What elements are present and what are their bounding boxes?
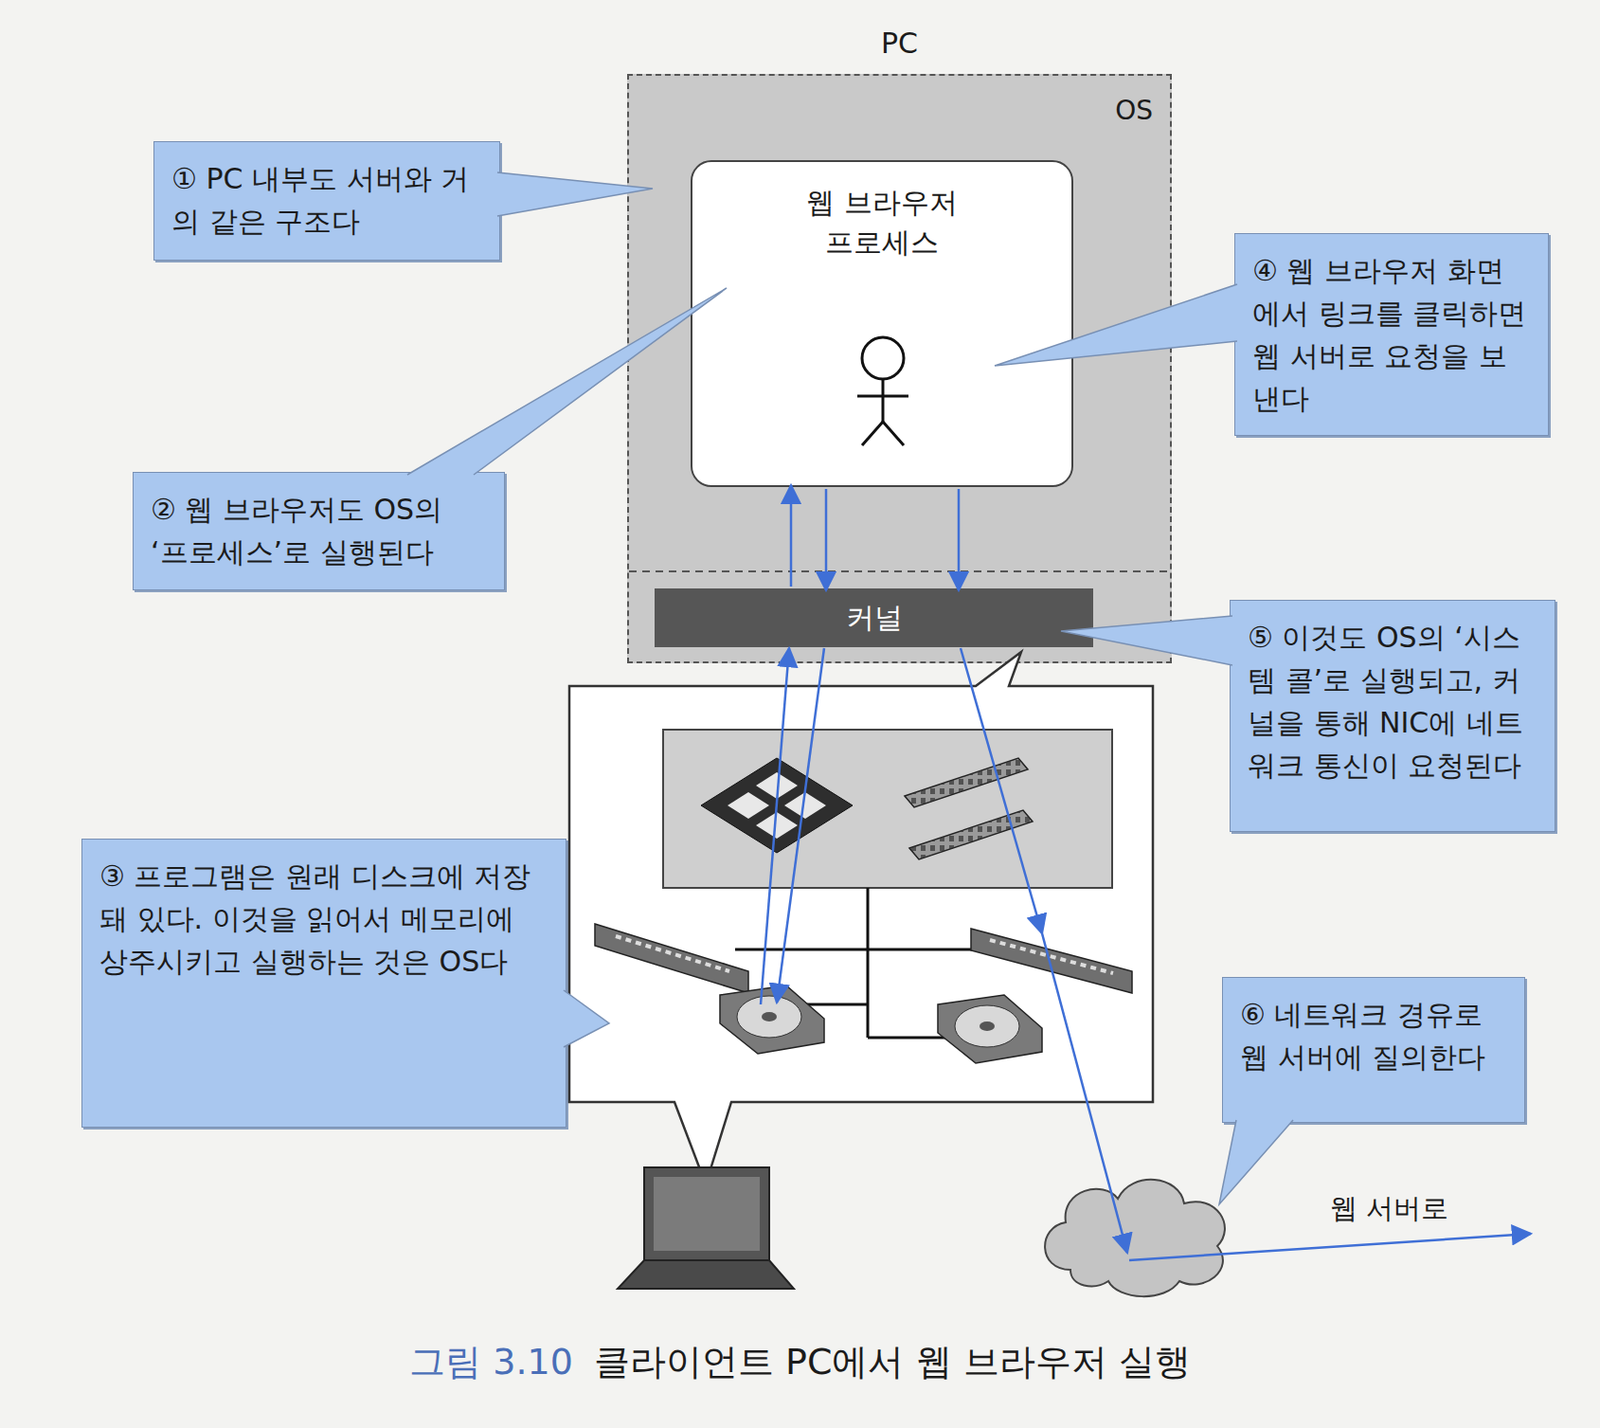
- hard-disk: [719, 985, 825, 1054]
- signal-arrow: [825, 488, 828, 591]
- node-text: 커널: [845, 598, 903, 638]
- cpu-chip: [701, 757, 853, 853]
- node-text: ① PC 내부도 서버와 거의 같은 구조다: [171, 161, 469, 238]
- caption-row: 그림 3.10 클라이언트 PC에서 웹 브라우저 실행: [0, 1337, 1600, 1386]
- os-label: OS: [1114, 94, 1153, 126]
- signal-arrow: [790, 485, 793, 587]
- network-card: [970, 928, 1133, 993]
- callout-tail: [1219, 1119, 1294, 1205]
- callout-box: ④ 웹 브라우저 화면에서 링크를 클릭하면 웹 서버로 요청을 보낸다: [1234, 233, 1549, 436]
- callout-tail: [563, 989, 610, 1047]
- expansion-card: [594, 923, 749, 993]
- laptop-icon: [617, 1167, 794, 1289]
- callout-tail-outline: [407, 287, 727, 475]
- callout-box: ⑤ 이것도 OS의 ‘시스템 콜’로 실행되고, 커널을 통해 NIC에 네트워…: [1229, 599, 1556, 832]
- node-text: ③ 프로그램은 원래 디스크에 저장돼 있다. 이것을 읽어서 메모리에 상주시…: [99, 859, 531, 978]
- hard-disk: [937, 994, 1043, 1063]
- callout-tail: [1060, 615, 1233, 666]
- callout-box: ③ 프로그램은 원래 디스크에 저장돼 있다. 이것을 읽어서 메모리에 상주시…: [81, 838, 567, 1128]
- edge-label-host: 웹 서버로: [1326, 1189, 1453, 1228]
- callout-tail: [994, 284, 1238, 366]
- signal-lines: [760, 647, 1531, 1260]
- os-separator: [629, 570, 1170, 573]
- callout-box: ① PC 내부도 서버와 거의 같은 구조다: [153, 141, 501, 261]
- edge-label: 웹 서버로: [1330, 1191, 1449, 1224]
- system-bus: [735, 887, 1006, 1038]
- callout-box: ② 웹 브라우저도 OS의 ‘프로세스’로 실행된다: [132, 471, 505, 591]
- callout-tail-outline: [1060, 615, 1233, 666]
- figure-caption: 클라이언트 PC에서 웹 브라우저 실행: [593, 1340, 1191, 1383]
- process-box: 웹 브라우저 프로세스: [690, 160, 1074, 487]
- os-box: PCOS웹 브라우저 프로세스커널: [627, 73, 1172, 664]
- callout-tail-outline: [994, 284, 1238, 366]
- node-text: ⑤ 이것도 OS의 ‘시스템 콜’로 실행되고, 커널을 통해 NIC에 네트워…: [1247, 620, 1524, 782]
- callout-tail: [497, 172, 653, 216]
- node-text: ⑥ 네트워크 경유로 웹 서버에 질의한다: [1240, 997, 1486, 1074]
- callout-tail-outline: [497, 172, 653, 216]
- hardware-bubble: [569, 651, 1153, 1185]
- memory-modules: [904, 757, 1033, 860]
- node-text: ④ 웹 브라우저 화면에서 링크를 클릭하면 웹 서버로 요청을 보낸다: [1252, 253, 1527, 415]
- node-text: ② 웹 브라우저도 OS의 ‘프로세스’로 실행된다: [150, 492, 443, 569]
- network-cloud: [1044, 1179, 1225, 1296]
- figure-number: 그림 3.10: [409, 1340, 574, 1383]
- callout-box: ⑥ 네트워크 경유로 웹 서버에 질의한다: [1222, 976, 1526, 1123]
- callout-tails: [407, 172, 1294, 1205]
- node-text: 웹 브라우저 프로세스: [801, 182, 963, 263]
- callout-tail-outline: [1219, 1119, 1294, 1205]
- signal-arrow: [957, 488, 961, 591]
- board-area: [663, 729, 1113, 888]
- callout-tail: [407, 287, 727, 475]
- callout-tail-outline: [563, 989, 610, 1047]
- kernel-band: 커널: [654, 588, 1094, 648]
- user-figure: [857, 337, 909, 446]
- heading-label: PC: [629, 26, 1170, 60]
